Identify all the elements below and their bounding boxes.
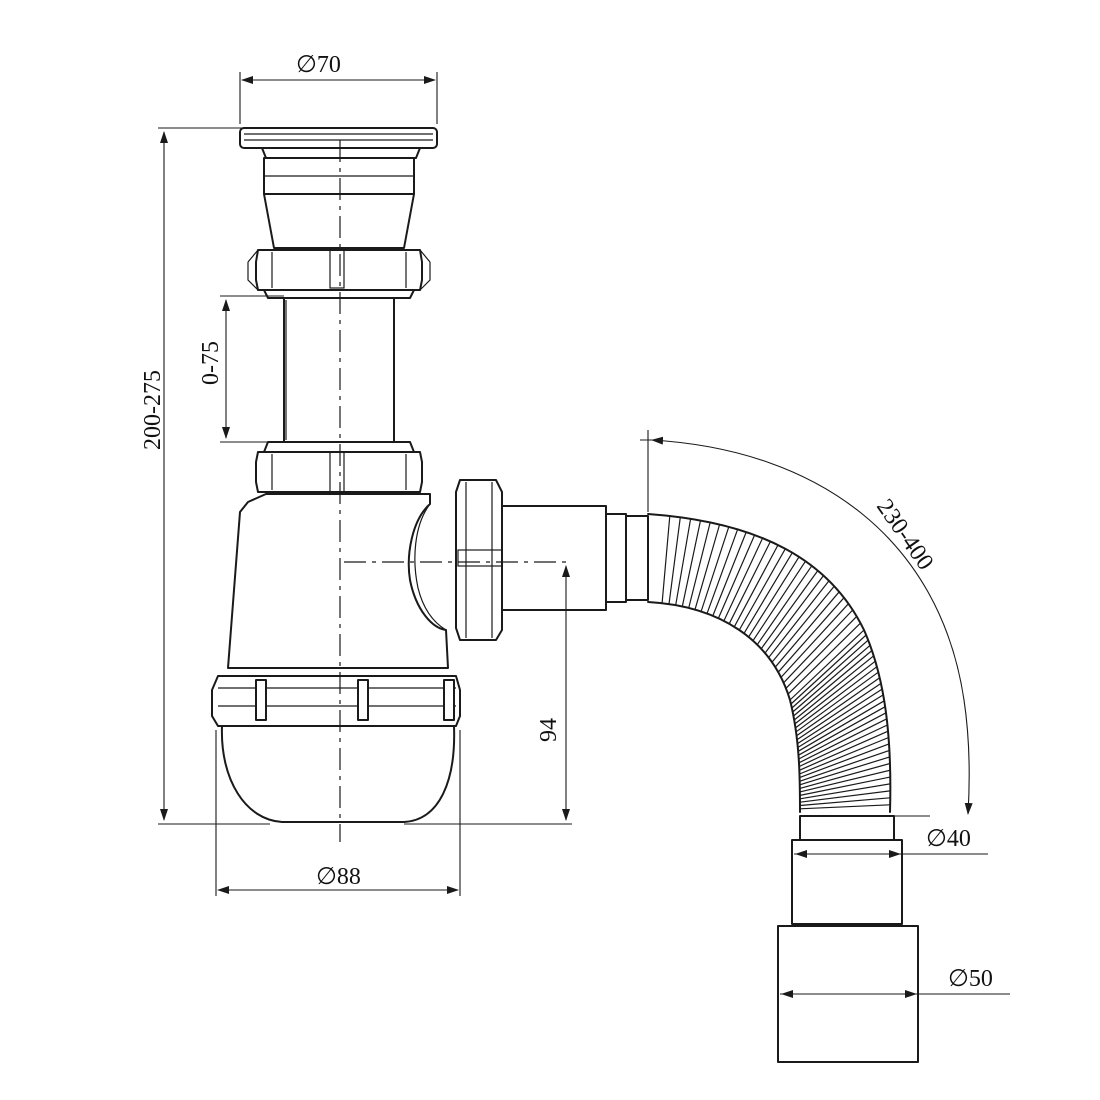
label-outlet-height: 94 (536, 718, 562, 742)
siphon-assembly (211, 127, 649, 842)
telescopic-tube (283, 297, 395, 443)
label-hose-outlet-diameter: ∅40 (926, 826, 971, 852)
drain-strainer (239, 127, 438, 159)
hose-rib (799, 797, 891, 810)
trap-bowl (227, 493, 449, 669)
hose-rib (675, 518, 702, 607)
hose-rib (733, 544, 786, 631)
label-hose-length: 230-400 (871, 495, 938, 575)
outlet-adapter (777, 815, 919, 1063)
label-socket-diameter: ∅50 (948, 966, 993, 992)
outlet-coupling-nut (455, 479, 503, 641)
label-total-height: 200-275 (140, 370, 166, 450)
corrugated-hose (647, 513, 892, 813)
outlet-pipe (501, 505, 649, 611)
dimension-lines (158, 72, 1010, 998)
hose-rib (712, 531, 756, 619)
hose-rib (785, 615, 861, 695)
label-top-diameter: ∅70 (296, 52, 341, 78)
hose-ribs (661, 515, 891, 810)
label-base-diameter: ∅88 (316, 864, 361, 890)
hose-rib (688, 522, 721, 610)
hose-rib (780, 603, 854, 684)
upper-union-nut (247, 247, 431, 299)
label-adjust-range: 0-75 (198, 341, 224, 385)
lower-union-nut (255, 441, 423, 493)
bottom-cup (220, 725, 456, 823)
hose-rib (797, 694, 885, 752)
upper-tailpiece (263, 157, 415, 249)
bottom-clamp-ring (211, 675, 461, 727)
